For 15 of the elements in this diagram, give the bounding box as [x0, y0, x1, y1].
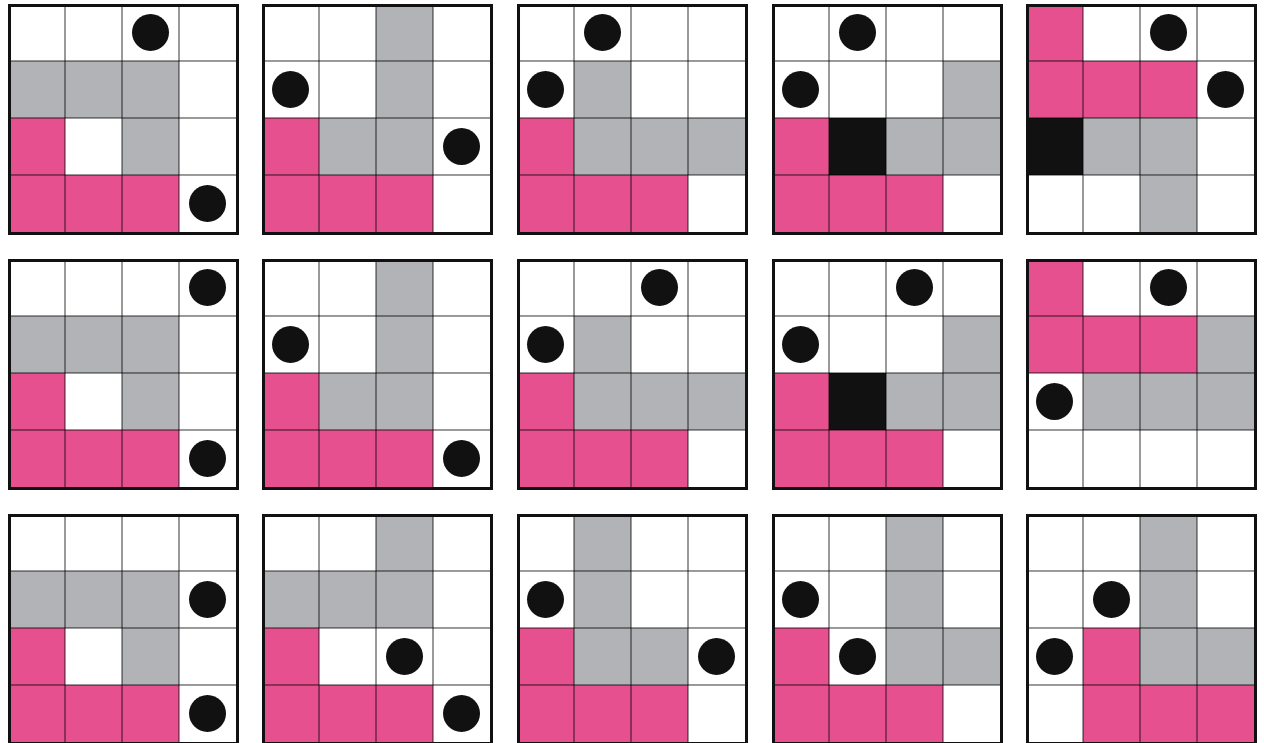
grid-drawing: [261, 258, 493, 490]
grid-drawing: [261, 513, 493, 743]
grid-drawing: [1025, 258, 1257, 490]
grid-drawing: [771, 258, 1003, 490]
grid-drawing: [1025, 3, 1257, 235]
grid-drawing: [516, 513, 748, 743]
grid-drawing: [7, 513, 239, 743]
grid-drawing: [771, 513, 1003, 743]
grid-drawing: [1025, 513, 1257, 743]
grid-drawing: [7, 3, 239, 235]
grid-drawing: [7, 258, 239, 490]
grid-drawing: [771, 3, 1003, 235]
grid-drawing: [261, 3, 493, 235]
grid-drawing: [516, 3, 748, 235]
grid-drawing: [516, 258, 748, 490]
